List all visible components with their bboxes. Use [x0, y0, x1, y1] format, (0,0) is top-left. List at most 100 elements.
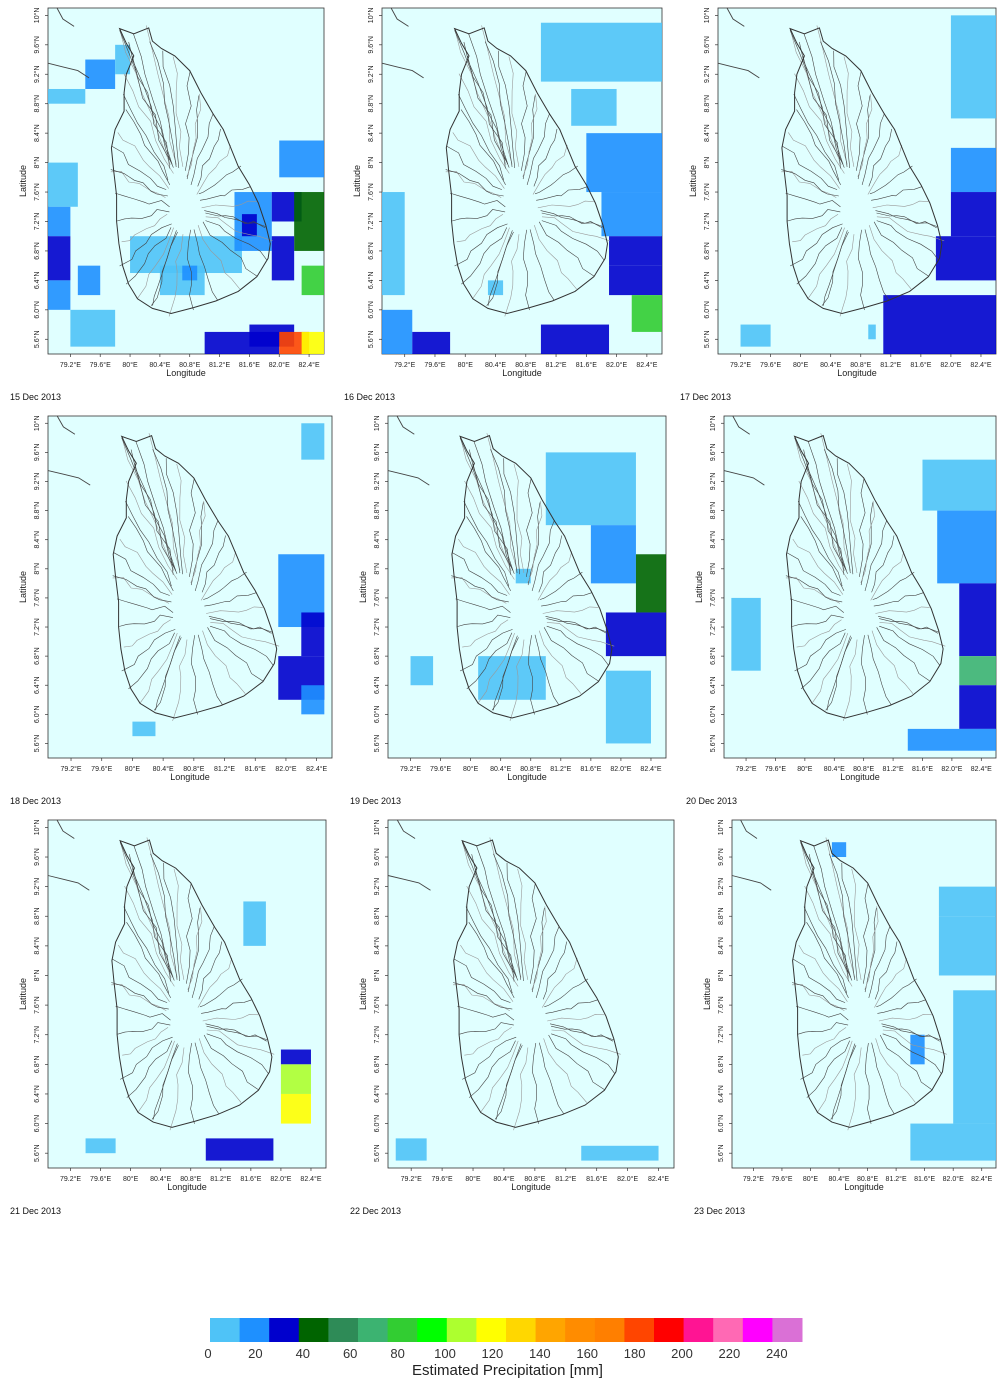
river-line [860, 500, 875, 583]
x-tick-label: 82.4°E [640, 765, 661, 773]
river-line [454, 30, 509, 165]
river-line [119, 840, 172, 978]
precip-cell [182, 265, 198, 281]
river-line [121, 435, 175, 572]
precip-cell [540, 324, 610, 354]
river-line [185, 70, 192, 171]
river-line [463, 41, 506, 169]
river-line [513, 1047, 529, 1131]
y-tick-label: 8.4°N [709, 531, 717, 549]
river-line [117, 209, 170, 222]
river-line [811, 632, 849, 704]
river-line [530, 883, 537, 984]
river-line [210, 622, 280, 647]
river-line [203, 571, 247, 600]
y-tick-label: 5.6°N [717, 1144, 725, 1162]
x-tick-label: 80.4°E [824, 765, 845, 773]
y-tick-label: 6.4°N [33, 272, 41, 290]
colorbar-swatch [358, 1318, 389, 1342]
x-tick-label: 82.0°E [610, 765, 631, 773]
river-line [123, 906, 170, 994]
panel-date-label: 23 Dec 2013 [694, 1206, 746, 1216]
x-axis-label: Longitude [507, 772, 547, 782]
x-tick-label: 79.6°E [90, 361, 111, 369]
colorbar-swatch [742, 1318, 773, 1342]
river-line [452, 984, 510, 1011]
river-line [504, 234, 520, 317]
river-line [148, 433, 181, 571]
panel-date-label: 16 Dec 2013 [344, 392, 396, 402]
y-tick-label: 9.6°N [33, 444, 41, 462]
y-tick-label: 8.4°N [33, 124, 41, 142]
y-tick-label: 6.0°N [33, 706, 41, 724]
river-line [799, 41, 841, 169]
precip-cell [132, 721, 156, 737]
river-line [540, 210, 603, 229]
precip-cell [301, 265, 324, 296]
sri-lanka-coastline [451, 434, 613, 719]
x-axis-label: Longitude [511, 1182, 551, 1192]
y-tick-label: 8°N [33, 563, 41, 575]
river-line [489, 837, 522, 978]
river-line [522, 229, 530, 311]
river-line [871, 1042, 895, 1115]
river-line [197, 634, 223, 706]
river-line [878, 1013, 932, 1022]
x-tick-label: 81.2°E [214, 765, 235, 773]
india-coastline [47, 875, 90, 891]
river-line [119, 28, 171, 165]
y-tick-label: 10°N [709, 415, 717, 431]
river-line [123, 93, 169, 181]
precip-cell [410, 656, 434, 686]
colorbar-swatch [565, 1318, 596, 1342]
river-line [199, 978, 243, 1008]
river-line [861, 113, 885, 185]
river-line [168, 234, 184, 317]
river-line [509, 639, 525, 721]
river-line [126, 922, 171, 999]
river-line [531, 519, 555, 591]
river-line [796, 227, 843, 285]
river-line [857, 229, 865, 311]
river-line [454, 28, 507, 165]
precip-cell [571, 88, 617, 126]
river-line [820, 433, 851, 571]
colorbar-tick-label: 180 [624, 1346, 646, 1361]
river-line [132, 868, 175, 981]
river-line [126, 1040, 173, 1098]
river-line [843, 56, 855, 167]
x-axis-label: Longitude [167, 1182, 207, 1192]
river-line [116, 598, 174, 613]
y-tick-label: 8°N [717, 970, 725, 982]
x-axis-label: Longitude [844, 1182, 884, 1192]
river-line [873, 592, 924, 607]
river-line [123, 619, 171, 648]
panel-date-label: 15 Dec 2013 [10, 392, 62, 402]
river-line [117, 1022, 171, 1035]
river-line [863, 883, 870, 984]
y-tick-label: 9.6°N [373, 848, 381, 866]
river-line [548, 1034, 605, 1091]
river-line [461, 842, 517, 978]
river-line [798, 1022, 849, 1035]
river-line [115, 1005, 171, 1021]
river-line [163, 862, 180, 982]
river-line [457, 614, 511, 627]
river-line [461, 227, 508, 285]
river-line [839, 234, 855, 317]
river-line [817, 1040, 853, 1113]
y-tick-label: 6.4°N [717, 1085, 725, 1103]
river-line [534, 634, 560, 706]
x-tick-label: 80.4°E [153, 765, 174, 773]
y-tick-label: 6.8°N [367, 242, 375, 260]
y-tick-label: 10°N [367, 8, 375, 24]
river-line [860, 502, 874, 586]
river-line [541, 216, 610, 242]
y-tick-label: 7.6°N [717, 996, 725, 1014]
india-coastline [731, 875, 772, 891]
y-tick-label: 9.6°N [709, 444, 717, 462]
river-line [481, 25, 513, 165]
